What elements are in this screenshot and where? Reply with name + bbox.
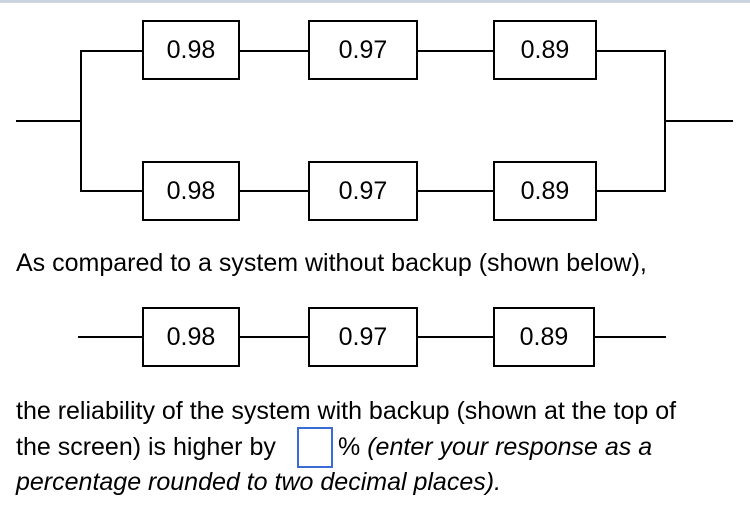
- series-block-2: 0.97: [308, 307, 418, 367]
- wire-output-stub: [664, 120, 733, 122]
- question-text-line2-suffix: %(enter your response as a: [338, 433, 652, 462]
- backup-top-block-3: 0.89: [493, 20, 597, 80]
- wire-bottom-1-2: [240, 190, 308, 192]
- top-accent-bar: [0, 0, 750, 3]
- wire-bottom-branch-in: [80, 190, 142, 192]
- block-value: 0.89: [520, 35, 570, 64]
- block-value: 0.89: [519, 322, 569, 351]
- backup-top-block-2: 0.97: [308, 20, 418, 80]
- question-hint-italic: (enter your response as a: [367, 433, 653, 461]
- question-text-line1: the reliability of the system with backu…: [16, 397, 677, 425]
- wire-series-1-2: [240, 336, 308, 338]
- block-value: 0.97: [338, 176, 388, 205]
- backup-bottom-block-1: 0.98: [142, 161, 240, 221]
- wire-top-1-2: [240, 50, 308, 52]
- backup-system-diagram: 0.98 0.97 0.89 0.98 0.97 0.89: [0, 0, 750, 240]
- backup-top-block-1: 0.98: [142, 20, 240, 80]
- question-text-line3: percentage rounded to two decimal places…: [16, 468, 502, 496]
- wire-input-stub: [16, 120, 81, 122]
- wire-series-output-stub: [595, 336, 666, 338]
- question-text-line2-prefix: the screen) is higher by: [16, 433, 276, 461]
- backup-bottom-block-3: 0.89: [493, 161, 597, 221]
- block-value: 0.89: [520, 176, 570, 205]
- wire-bottom-2-3: [418, 190, 493, 192]
- backup-bottom-block-2: 0.97: [308, 161, 418, 221]
- wire-bottom-branch-out: [597, 190, 666, 192]
- series-block-3: 0.89: [493, 307, 595, 367]
- block-value: 0.98: [166, 322, 216, 351]
- wire-top-branch-in: [80, 50, 142, 52]
- wire-series-2-3: [418, 336, 493, 338]
- series-block-1: 0.98: [142, 307, 240, 367]
- block-value: 0.97: [338, 322, 388, 351]
- block-value: 0.98: [166, 35, 216, 64]
- wire-series-input-stub: [78, 336, 142, 338]
- comparison-text: As compared to a system without backup (…: [16, 249, 647, 277]
- answer-input[interactable]: [297, 427, 333, 468]
- wire-top-2-3: [418, 50, 493, 52]
- wire-left-rail: [80, 50, 82, 192]
- wire-top-branch-out: [597, 50, 666, 52]
- block-value: 0.97: [338, 35, 388, 64]
- percent-sign: %: [338, 433, 361, 461]
- block-value: 0.98: [166, 176, 216, 205]
- series-system-diagram: 0.98 0.97 0.89: [0, 300, 750, 380]
